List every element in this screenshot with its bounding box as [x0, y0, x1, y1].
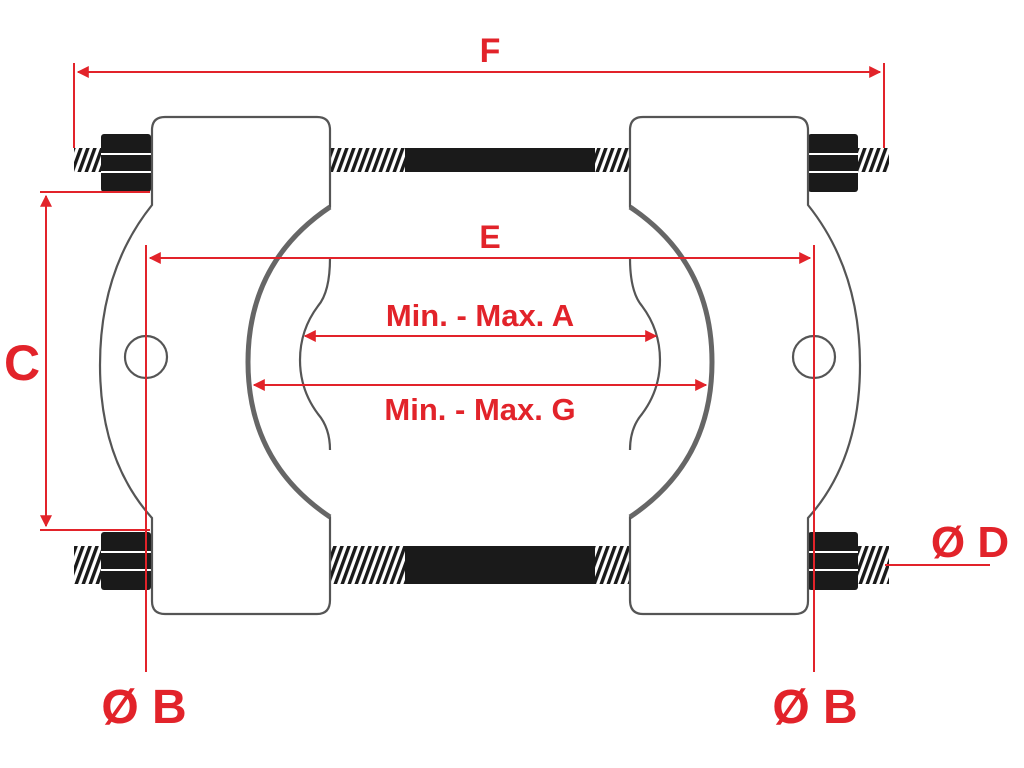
label-min-max-a: Min. - Max. A: [386, 298, 574, 333]
right-ring-arc: [628, 204, 715, 520]
label-diameter-d: Ø D: [931, 518, 1009, 567]
top-left-nut: [101, 134, 151, 192]
label-c: C: [4, 335, 40, 391]
label-diameter-b-right: Ø B: [772, 681, 857, 734]
label-f: F: [480, 32, 501, 70]
left-ring-arc: [245, 204, 332, 520]
right-inner-bore: [628, 257, 662, 451]
label-min-max-g: Min. - Max. G: [384, 392, 575, 427]
label-e: E: [479, 219, 500, 255]
label-diameter-b-left: Ø B: [101, 681, 186, 734]
bottom-right-nut: [808, 532, 858, 590]
bottom-left-nut: [101, 532, 151, 590]
left-inner-bore: [298, 257, 332, 451]
top-right-nut: [808, 134, 858, 192]
